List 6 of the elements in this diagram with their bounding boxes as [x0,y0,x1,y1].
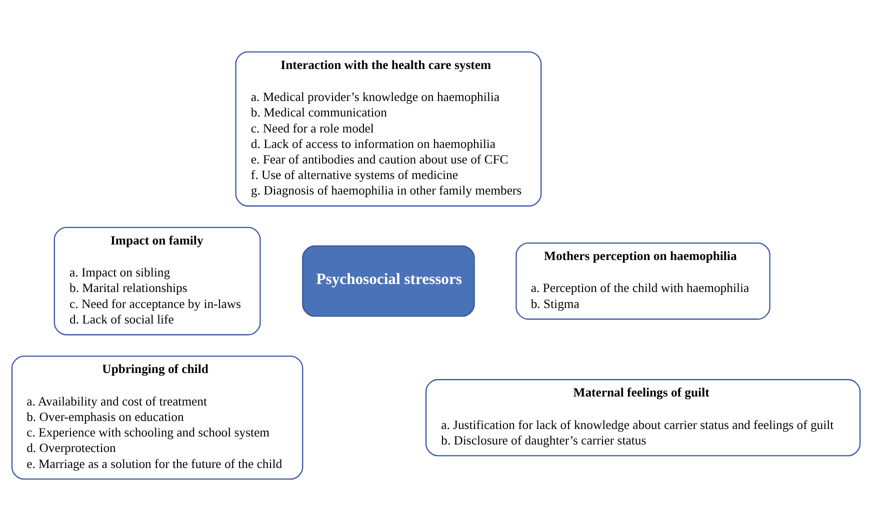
node-box: Impact on family a. Impact on sibling b. Marital relationships c. Need for acceptance by in-laws d. Lack of social life [54,226,261,335]
node-box: Upbringing of child a. Availability and cost of treatment b. Over-emphasis on education c. Experience with schooling and school system d. Overprotection e. Marriage as a solution for the future of the child [11,355,304,480]
node-box: Maternal feelings of guilt a. Justification for lack of knowledge about carrier status and feelings of guilt b. Disclosure of daughter’s carrier status [425,378,861,456]
node-box: Mothers perception on haemophilia a. Perception of the child with haemophilia b. Stigma [516,242,770,320]
node-box: Psychosocial stressors [302,244,475,316]
node-box: Interaction with the health care system a. Medical provider’s knowledge on haemophilia b. Medical communication c. Need for a role model d. Lack of access to information on haemophilia e. Fear of antibodies and caution about use of CFC f. Use of alternative systems of medicine g. Diagnosis of haemophilia in other family members [235,50,542,206]
